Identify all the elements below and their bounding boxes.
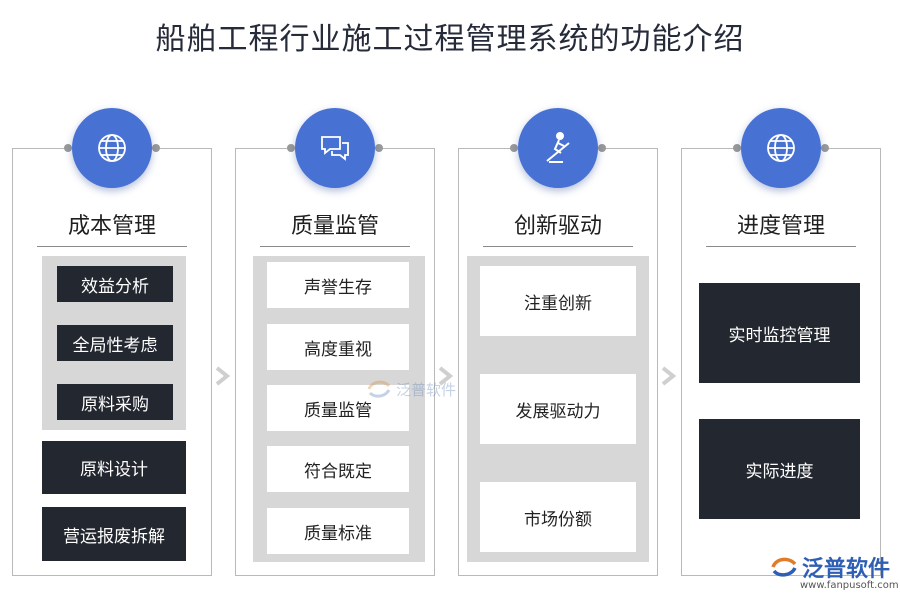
list-item: 符合既定 — [267, 446, 409, 492]
brand-url: www.fanpusoft.com — [800, 580, 899, 591]
chevron-right-icon — [436, 366, 458, 390]
heading-cost: 成本管理 — [37, 208, 187, 247]
globe-icon — [741, 108, 821, 188]
brand-logo: 泛普软件 — [770, 551, 890, 583]
list-item: 市场份额 — [480, 482, 636, 552]
list-item: 营运报废拆解 — [42, 507, 186, 561]
heading-innovation: 创新驱动 — [483, 208, 633, 247]
list-item: 效益分析 — [57, 266, 173, 302]
chevron-right-icon — [213, 366, 235, 390]
logo-mark-icon — [367, 380, 391, 398]
list-item: 声誉生存 — [267, 262, 409, 308]
chat-bubbles-icon — [295, 108, 375, 188]
list-item: 原料设计 — [42, 441, 186, 494]
rowing-person-icon — [518, 108, 598, 188]
list-item: 质量监管 — [267, 385, 409, 431]
page-title: 船舶工程行业施工过程管理系统的功能介绍 — [155, 22, 745, 57]
chevron-right-icon — [659, 366, 681, 390]
globe-icon — [72, 108, 152, 188]
list-item: 实际进度 — [699, 419, 860, 519]
list-item: 质量标准 — [267, 508, 409, 554]
list-item: 原料采购 — [57, 384, 173, 420]
list-item: 实时监控管理 — [699, 283, 860, 383]
list-item: 高度重视 — [267, 324, 409, 370]
logo-mark-icon — [771, 557, 797, 577]
list-item: 注重创新 — [480, 266, 636, 336]
heading-schedule: 进度管理 — [706, 208, 856, 247]
heading-quality: 质量监管 — [260, 208, 410, 247]
list-item: 全局性考虑 — [57, 325, 173, 361]
list-item: 发展驱动力 — [480, 374, 636, 444]
watermark: 泛普软件 — [366, 378, 456, 400]
